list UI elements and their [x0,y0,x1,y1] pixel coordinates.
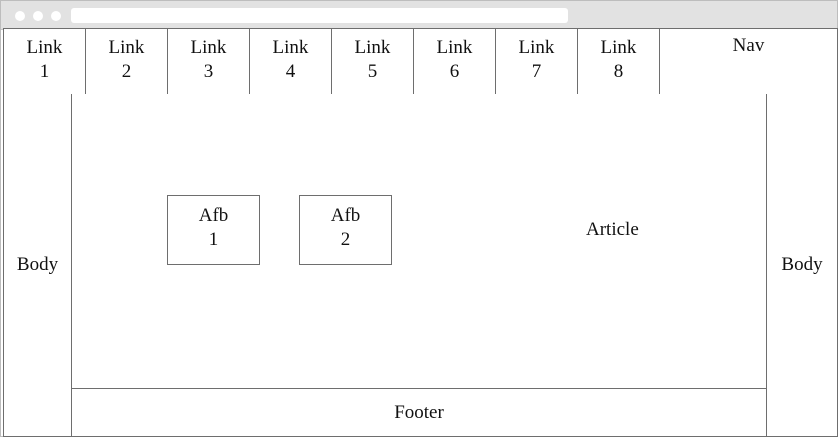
afb-1-word: Afb [198,205,229,226]
afb-2-word: Afb [330,205,361,226]
nav-link-3-number: 3 [203,60,214,82]
nav-link-6-word: Link [436,36,473,58]
nav-link-1-number: 1 [39,60,50,82]
nav-link-5-number: 5 [367,60,378,82]
nav-link-5[interactable]: Link 5 [331,28,414,95]
nav-link-7[interactable]: Link 7 [495,28,578,95]
nav-link-3[interactable]: Link 3 [167,28,250,95]
nav-link-6[interactable]: Link 6 [413,28,496,95]
afb-box-1: Afb 1 [167,195,260,265]
nav-link-8-number: 8 [613,60,624,82]
nav-link-2[interactable]: Link 2 [85,28,168,95]
nav-link-1-word: Link [26,36,63,58]
nav-link-8-word: Link [600,36,637,58]
afb-2-number: 2 [340,229,351,250]
nav-link-1[interactable]: Link 1 [3,28,86,95]
body-left-region: Body [3,94,72,437]
body-right-region: Body [766,94,838,437]
window-minimize-dot-icon[interactable] [33,11,43,21]
nav-link-5-word: Link [354,36,391,58]
nav-link-4-word: Link [272,36,309,58]
nav-link-4-number: 4 [285,60,296,82]
nav-link-2-word: Link [108,36,145,58]
footer-label: Footer [394,401,444,423]
address-bar[interactable] [71,8,568,23]
nav-label: Nav [732,35,765,56]
article-label: Article [586,219,639,240]
nav-region: Nav [659,28,838,95]
nav-link-7-word: Link [518,36,555,58]
afb-box-2: Afb 2 [299,195,392,265]
window-close-dot-icon[interactable] [15,11,25,21]
afb-1-number: 1 [208,229,219,250]
nav-link-7-number: 7 [531,60,542,82]
nav-link-2-number: 2 [121,60,132,82]
footer-region: Footer [71,388,767,437]
window-maximize-dot-icon[interactable] [51,11,61,21]
nav-link-6-number: 6 [449,60,460,82]
body-right-label: Body [781,254,823,275]
nav-link-4[interactable]: Link 4 [249,28,332,95]
nav-link-8[interactable]: Link 8 [577,28,660,95]
body-left-label: Body [16,254,59,275]
browser-titlebar [1,1,837,30]
nav-link-3-word: Link [190,36,227,58]
